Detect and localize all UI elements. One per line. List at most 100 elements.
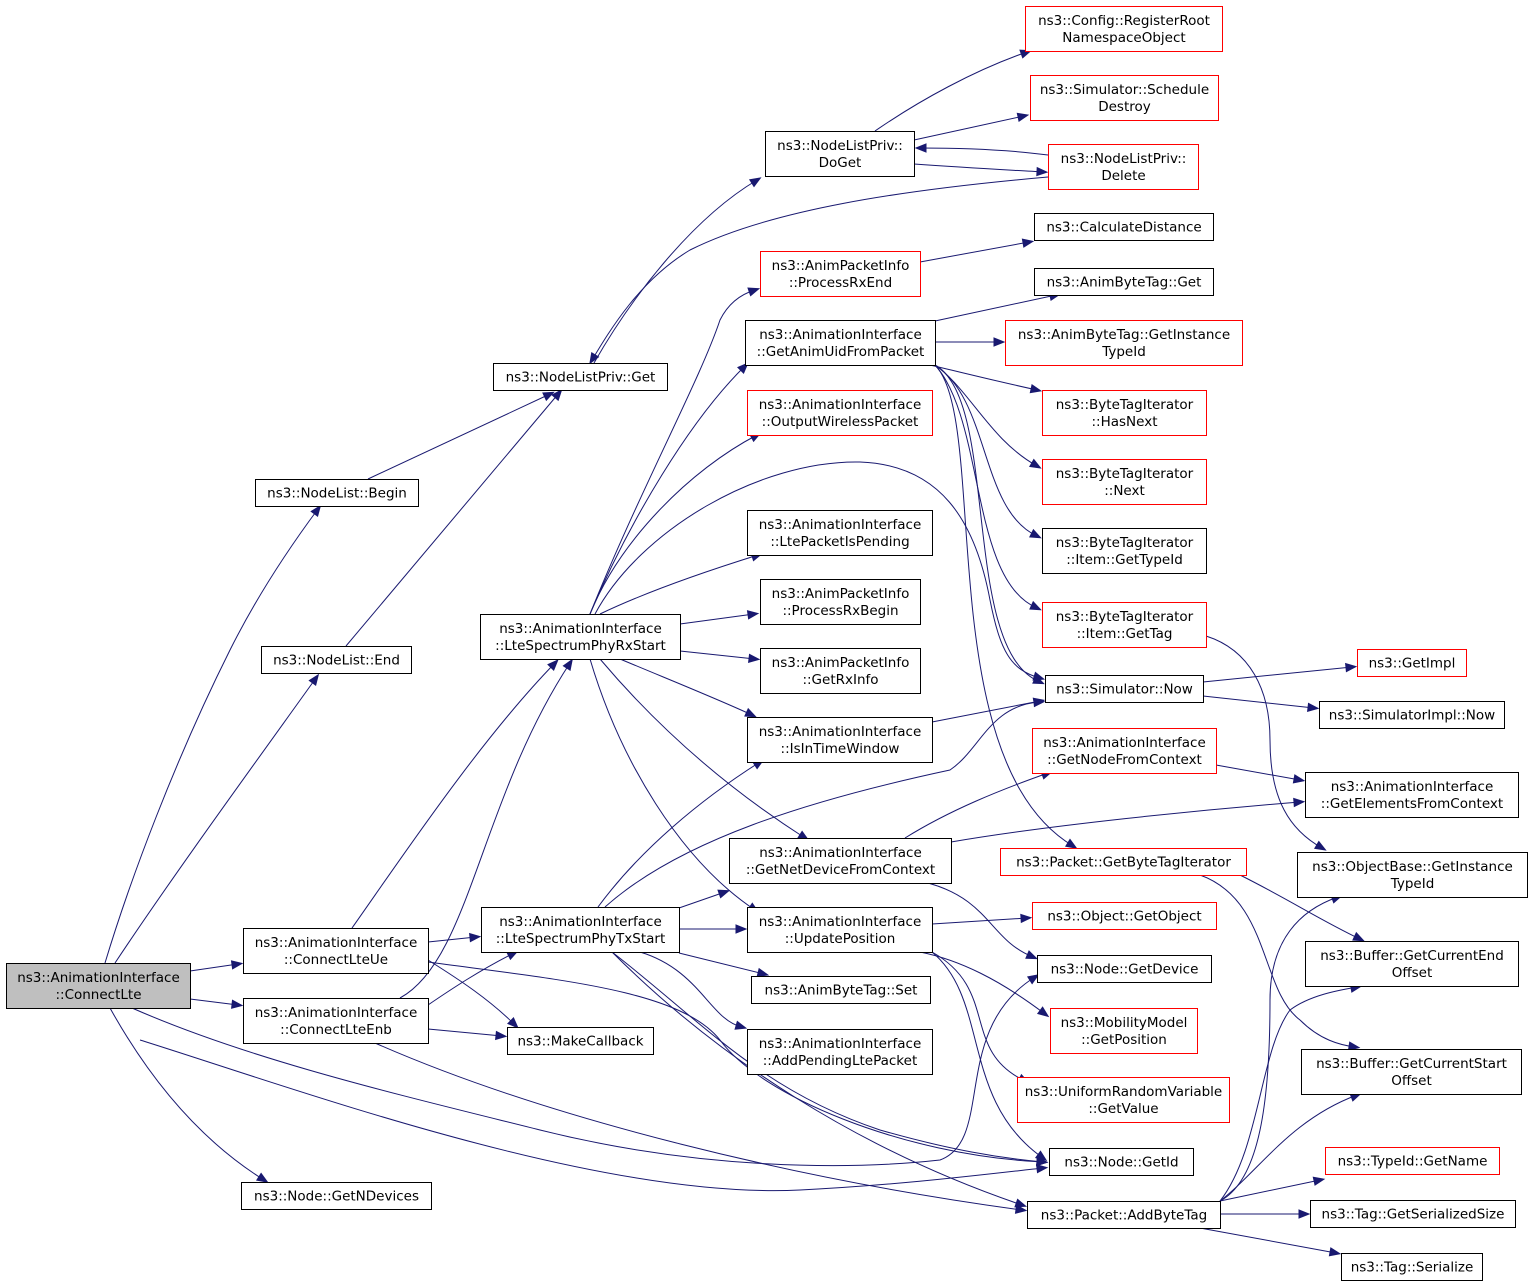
node-packet_addbytetag[interactable]: ns3::Packet::AddByteTag	[1027, 1201, 1221, 1229]
node-connectlte[interactable]: ns3::AnimationInterface::ConnectLte	[6, 963, 191, 1009]
node-bytetagiterator_item_gettag[interactable]: ns3::ByteTagIterator::Item::GetTag	[1042, 602, 1207, 648]
node-getimpl[interactable]: ns3::GetImpl	[1357, 649, 1467, 677]
node-connectlteue[interactable]: ns3::AnimationInterface::ConnectLteUe	[243, 928, 429, 974]
edge-connectlte-to-nodelist_end	[114, 677, 317, 964]
node-label-tag_serialize-line-0: ns3::Tag::Serialize	[1351, 1260, 1474, 1276]
node-addpendingltepacket[interactable]: ns3::AnimationInterface::AddPendingLtePa…	[747, 1029, 933, 1075]
node-label-simulator_scheduledestroy-line-1: Destroy	[1098, 99, 1151, 115]
node-node_getid[interactable]: ns3::Node::GetId	[1049, 1148, 1194, 1176]
edge-arrowhead-getanimuidfrompacket-to-packet_getbytetagiterator	[1064, 838, 1078, 849]
node-label-bytetagiterator_item_gettag-line-0: ns3::ByteTagIterator	[1056, 609, 1194, 625]
node-box-simulator_scheduledestroy	[1030, 75, 1219, 121]
node-updateposition[interactable]: ns3::AnimationInterface::UpdatePosition	[747, 907, 933, 953]
node-label-nodelistpriv_delete-line-1: Delete	[1101, 168, 1145, 184]
node-label-animpacketinfo_processrxbegin-line-0: ns3::AnimPacketInfo	[772, 586, 910, 602]
node-label-objectbase_getinstancetypeid-line-0: ns3::ObjectBase::GetInstance	[1312, 859, 1513, 875]
node-calculatedistance[interactable]: ns3::CalculateDistance	[1034, 213, 1214, 241]
node-mobilitymodel_getposition[interactable]: ns3::MobilityModel::GetPosition	[1050, 1008, 1198, 1054]
edge-updateposition-to-mobilitymodel_getposition	[919, 951, 1046, 1015]
node-bytetagiterator_item_gettypeid[interactable]: ns3::ByteTagIterator::Item::GetTypeId	[1042, 528, 1207, 574]
node-label-bytetagiterator_hasnext-line-0: ns3::ByteTagIterator	[1056, 397, 1194, 413]
node-nodelist_begin[interactable]: ns3::NodeList::Begin	[255, 479, 419, 507]
node-nodelist_end[interactable]: ns3::NodeList::End	[261, 646, 412, 674]
node-getnodefromcontext[interactable]: ns3::AnimationInterface::GetNodeFromCont…	[1032, 728, 1217, 774]
node-box-nodelistpriv_delete	[1048, 144, 1199, 190]
node-ltepacketispending[interactable]: ns3::AnimationInterface::LtePacketIsPend…	[747, 510, 933, 556]
node-makecallback[interactable]: ns3::MakeCallback	[507, 1027, 654, 1055]
edge-arrowhead-connectlte-to-connectlteenb	[231, 999, 244, 1009]
node-node_getdevice[interactable]: ns3::Node::GetDevice	[1037, 955, 1212, 983]
node-box-getnetdevicefromcontext	[729, 838, 952, 884]
node-typeid_getname[interactable]: ns3::TypeId::GetName	[1325, 1147, 1500, 1175]
edge-ltespectrumphyrxstart-to-animpacketinfo_getrxinfo	[679, 650, 756, 660]
node-getanimuidfrompacket[interactable]: ns3::AnimationInterface::GetAnimUidFromP…	[745, 320, 936, 366]
edge-nodelistpriv_delete-to-nodelistpriv_doget	[919, 147, 1049, 156]
node-label-updateposition-line-1: ::UpdatePosition	[785, 931, 896, 947]
node-box-animbytetag_set	[751, 976, 931, 1004]
node-tag_serialize[interactable]: ns3::Tag::Serialize	[1341, 1253, 1483, 1281]
node-getnetdevicefromcontext[interactable]: ns3::AnimationInterface::GetNetDeviceFro…	[729, 838, 952, 884]
node-box-ltespectrumphytxstart	[481, 907, 680, 953]
node-animpacketinfo_getrxinfo[interactable]: ns3::AnimPacketInfo::GetRxInfo	[760, 648, 921, 694]
node-label-buffer_getcurrentendoffset-line-0: ns3::Buffer::GetCurrentEnd	[1320, 948, 1504, 964]
edge-arrowhead-connectlteenb-to-packet_addbytetag	[1014, 1204, 1028, 1214]
node-label-connectlteenb-line-0: ns3::AnimationInterface	[255, 1005, 418, 1021]
node-label-animbytetag_set-line-0: ns3::AnimByteTag::Set	[765, 983, 918, 999]
node-box-simulator_now	[1045, 675, 1204, 703]
edge-arrowhead-updateposition-to-mobilitymodel_getposition	[1036, 1006, 1050, 1018]
node-label-animbytetag_getinstancetypeid-line-1: TypeId	[1101, 344, 1146, 360]
node-label-node_getid-line-0: ns3::Node::GetId	[1064, 1155, 1178, 1171]
node-box-animpacketinfo_processrxbegin	[760, 579, 921, 625]
node-object_getobject[interactable]: ns3::Object::GetObject	[1032, 902, 1217, 930]
edge-arrowhead-ltespectrumphyrxstart-to-animpacketinfo_processrxbegin	[746, 610, 760, 620]
node-animbytetag_set[interactable]: ns3::AnimByteTag::Set	[751, 976, 931, 1004]
node-ltespectrumphyrxstart[interactable]: ns3::AnimationInterface::LteSpectrumPhyR…	[480, 614, 681, 660]
node-bytetagiterator_next[interactable]: ns3::ByteTagIterator::Next	[1042, 459, 1207, 505]
node-bytetagiterator_hasnext[interactable]: ns3::ByteTagIterator::HasNext	[1042, 390, 1207, 436]
node-box-ltespectrumphyrxstart	[480, 614, 681, 660]
node-animbytetag_get[interactable]: ns3::AnimByteTag::Get	[1034, 268, 1214, 296]
edge-connectlteenb-to-packet_addbytetag	[374, 1042, 1023, 1211]
node-label-addpendingltepacket-line-1: ::AddPendingLtePacket	[763, 1053, 918, 1069]
node-label-nodelistpriv_delete-line-0: ns3::NodeListPriv::	[1061, 151, 1187, 167]
node-simulatorimpl_now[interactable]: ns3::SimulatorImpl::Now	[1319, 701, 1505, 729]
node-animpacketinfo_processrxbegin[interactable]: ns3::AnimPacketInfo::ProcessRxBegin	[760, 579, 921, 625]
edge-updateposition-to-object_getobject	[931, 917, 1028, 925]
node-box-isintimewindow	[747, 717, 933, 763]
node-box-node_getdevice	[1037, 955, 1212, 983]
edge-packet_getbytetagiterator-to-buffer_getcurrentstartoffset	[1199, 874, 1356, 1048]
edge-arrowhead-getanimuidfrompacket-to-animbytetag_getinstancetypeid	[993, 337, 1006, 347]
node-animpacketinfo_processrxend[interactable]: ns3::AnimPacketInfo::ProcessRxEnd	[760, 251, 921, 297]
edge-arrowhead-connectlte-to-node_getid	[1036, 1164, 1049, 1174]
node-box-tag_serialize	[1341, 1253, 1483, 1281]
node-uniformrandomvariable_getvalue[interactable]: ns3::UniformRandomVariable::GetValue	[1017, 1077, 1230, 1123]
node-label-outputwirelesspacket-line-1: ::OutputWirelessPacket	[762, 414, 919, 430]
node-outputwirelesspacket[interactable]: ns3::AnimationInterface::OutputWirelessP…	[747, 390, 933, 436]
node-box-mobilitymodel_getposition	[1050, 1008, 1198, 1054]
node-getelementsfromcontext[interactable]: ns3::AnimationInterface::GetElementsFrom…	[1305, 772, 1519, 818]
node-nodelistpriv_get[interactable]: ns3::NodeListPriv::Get	[493, 363, 668, 391]
edge-arrowhead-connectlteue-to-ltespectrumphytxstart	[469, 932, 482, 943]
edge-arrowhead-getnodefromcontext-to-getelementsfromcontext	[1292, 774, 1306, 784]
node-ltespectrumphytxstart[interactable]: ns3::AnimationInterface::LteSpectrumPhyT…	[481, 907, 680, 953]
edge-connectlteue-to-ltespectrumphyrxstart	[351, 662, 556, 929]
node-tag_getserializedsize[interactable]: ns3::Tag::GetSerializedSize	[1310, 1200, 1516, 1228]
edge-arrowhead-connectlte-to-node_getdevice	[1026, 974, 1040, 985]
node-nodelistpriv_delete[interactable]: ns3::NodeListPriv::Delete	[1048, 144, 1199, 190]
node-nodelistpriv_doget[interactable]: ns3::NodeListPriv::DoGet	[765, 131, 915, 177]
node-packet_getbytetagiterator[interactable]: ns3::Packet::GetByteTagIterator	[1000, 848, 1247, 876]
node-simulator_now[interactable]: ns3::Simulator::Now	[1045, 675, 1204, 703]
edge-arrowhead-getanimuidfrompacket-to-bytetagiterator_item_gettypeid	[1029, 528, 1042, 539]
node-label-bytetagiterator_next-line-0: ns3::ByteTagIterator	[1056, 466, 1194, 482]
node-isintimewindow[interactable]: ns3::AnimationInterface::IsInTimeWindow	[747, 717, 933, 763]
node-node_getndevices[interactable]: ns3::Node::GetNDevices	[241, 1182, 432, 1210]
node-box-outputwirelesspacket	[747, 390, 933, 436]
node-label-uniformrandomvariable_getvalue-line-1: ::GetValue	[1088, 1101, 1158, 1117]
node-connectlteenb[interactable]: ns3::AnimationInterface::ConnectLteEnb	[243, 998, 429, 1044]
